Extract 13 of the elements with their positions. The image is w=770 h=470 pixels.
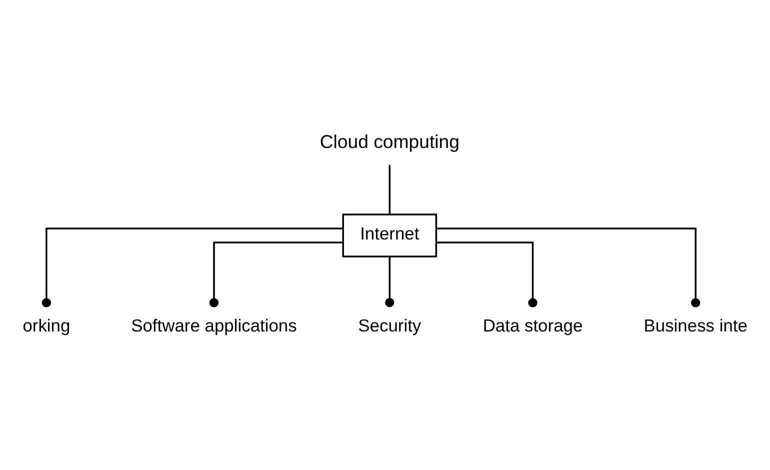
node-text: Data storage: [482, 314, 583, 335]
connector: [385, 256, 394, 307]
connector: [436, 227, 700, 307]
node-text: Cloud computing: [320, 130, 460, 152]
node-text: Security: [358, 314, 422, 335]
connector: [388, 164, 391, 214]
connector: [209, 241, 344, 307]
node-text: Business inte: [644, 314, 748, 335]
node-text: Software applications: [131, 314, 297, 335]
node-text: orking: [22, 314, 70, 335]
connector: [42, 227, 344, 307]
connector: [436, 241, 538, 307]
node-box: Internet: [342, 213, 438, 257]
